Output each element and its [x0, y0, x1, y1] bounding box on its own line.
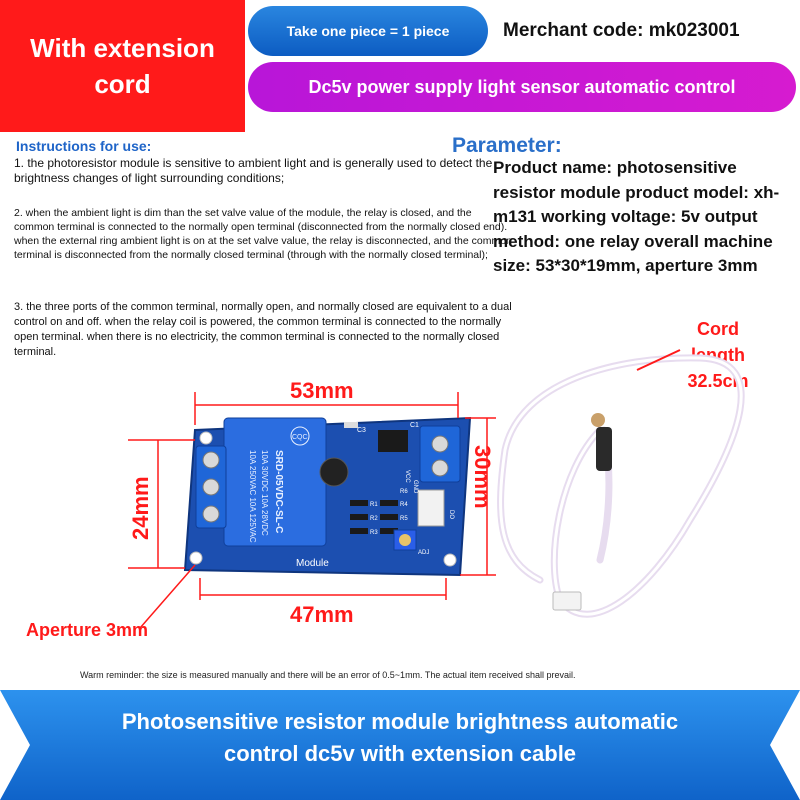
parameter-title: Parameter: [452, 134, 562, 157]
extension-cord-badge-text: With extension cord [30, 33, 215, 99]
relay-cert-icon [290, 426, 310, 446]
footer-line-2: control dc5v with extension cable [223, 741, 577, 766]
dimension-width-bottom: 47mm [290, 602, 354, 627]
board-label-r5: R5 [400, 516, 408, 522]
footer-line-1: Photosensitive resistor module brightnes… [121, 709, 679, 734]
warm-reminder: Warm reminder: the size is measured manu… [80, 670, 576, 680]
power-screw-terminal [419, 425, 461, 483]
dimension-height-right: 30mm [470, 445, 495, 509]
board-label-adj: ADJ [418, 550, 429, 556]
board-label-c3: C3 [357, 427, 366, 434]
relay-spec-line-2: 10A 30VDC 10A 28VDC [260, 450, 269, 536]
merchant-code: Merchant code: mk023001 [503, 20, 740, 41]
smd-component [350, 500, 368, 506]
cord-leader-line [636, 349, 681, 371]
smd-component [380, 500, 398, 506]
instructions-title: Instructions for use: [16, 138, 152, 154]
power-supply-pill-text: Dc5v power supply light sensor automatic… [308, 76, 736, 97]
cord-label-line-1: Cord [697, 319, 739, 339]
smd-component [344, 422, 358, 428]
mounting-hole-icon [199, 431, 213, 445]
power-supply-pill: Dc5v power supply light sensor automatic… [248, 62, 796, 112]
extension-cord-badge: With extension cord [0, 0, 245, 132]
board-label-r3: R3 [370, 530, 378, 536]
board-label-vcc: VCC [404, 470, 410, 483]
photoresistor-sensor [591, 413, 612, 471]
mounting-hole-icon [189, 551, 203, 565]
relay-brand: CQC [292, 434, 308, 441]
instruction-item-2: 2. when the ambient light is dim than th… [14, 207, 512, 261]
quantity-pill: Take one piece = 1 piece [248, 6, 488, 56]
footer-text: Photosensitive resistor module brightnes… [60, 706, 740, 770]
screw-icon [431, 435, 449, 453]
extension-cord [497, 354, 745, 618]
ic-chip [378, 430, 408, 452]
instruction-item-1: 1. the photoresistor module is sensitive… [14, 156, 493, 185]
potentiometer-knob-icon [399, 534, 411, 546]
dimension-lines [128, 392, 496, 629]
dimension-width-top: 53mm [290, 378, 354, 403]
board-label-r2: R2 [370, 516, 378, 522]
smd-component [350, 514, 368, 520]
screw-icon [202, 478, 220, 496]
pcb-board: 10A 250VAC 10A 125VAC 10A 30VDC 10A 28VD… [183, 416, 472, 577]
smd-component [380, 528, 398, 534]
dimension-height-left: 24mm [128, 476, 153, 540]
smd-component [380, 514, 398, 520]
cord-connector-plug [552, 591, 582, 611]
aperture-label: Aperture 3mm [26, 620, 149, 640]
relay-spec-line-1: 10A 250VAC 10A 125VAC [248, 450, 257, 543]
board-label-do: DO [448, 510, 454, 519]
sensor-connector [417, 489, 445, 527]
board-label-gnd: GND [412, 480, 418, 494]
board-label-r6: R6 [400, 489, 408, 495]
smd-component [350, 528, 368, 534]
screw-icon [202, 505, 220, 523]
capacitor [319, 457, 349, 487]
instruction-item-3: 3. the three ports of the common termina… [14, 301, 512, 358]
board-label-c1: C1 [410, 422, 419, 429]
relay-model: SRD-05VDC-SL-C [273, 450, 284, 533]
parameter-text: Product name: photosensitive resistor mo… [493, 158, 780, 275]
board-module-label: Module [296, 558, 329, 569]
quantity-pill-text: Take one piece = 1 piece [286, 23, 450, 39]
footer-banner [0, 690, 800, 800]
board-label-r4: R4 [400, 502, 408, 508]
board-label-r1: R1 [370, 502, 378, 508]
screw-icon [431, 459, 449, 477]
screw-icon [202, 451, 220, 469]
mounting-hole-icon [443, 553, 457, 567]
